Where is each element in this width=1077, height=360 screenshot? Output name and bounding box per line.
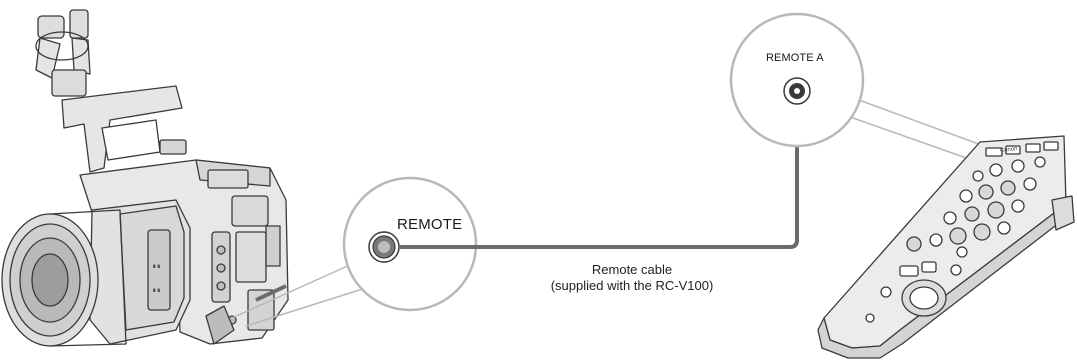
controller-callout-pointer	[835, 111, 973, 161]
controller-callout-pointer	[847, 95, 985, 147]
svg-text:∎∎: ∎∎	[152, 263, 161, 270]
camera-callout-pointer	[245, 285, 373, 327]
remote-a-terminal-icon	[783, 77, 811, 105]
cable-caption-line2: (supplied with the RC-V100)	[550, 278, 714, 293]
controller-brand-label: Canon	[1000, 146, 1018, 154]
remote-terminal-icon	[368, 231, 400, 263]
remote-cable	[398, 112, 799, 249]
mic-holder	[35, 9, 91, 97]
svg-text:∎∎: ∎∎	[152, 287, 161, 294]
camera-lens: ∎∎ ∎∎	[1, 199, 191, 347]
remote-port-label: REMOTE	[397, 216, 463, 233]
cable-caption: Remote cable (supplied with the RC-V100)	[522, 262, 742, 294]
remote-controller-illustration: Canon	[817, 135, 1075, 359]
top-handle	[61, 85, 187, 173]
camera-illustration: ∎∎ ∎∎	[1, 9, 289, 347]
camera-cable-plug	[255, 284, 287, 302]
remote-callout-circle	[342, 176, 478, 312]
remote-a-port-label: REMOTE A	[766, 52, 824, 64]
camera-callout-pointer	[231, 263, 353, 319]
cable-caption-line1: Remote cable	[591, 262, 673, 277]
